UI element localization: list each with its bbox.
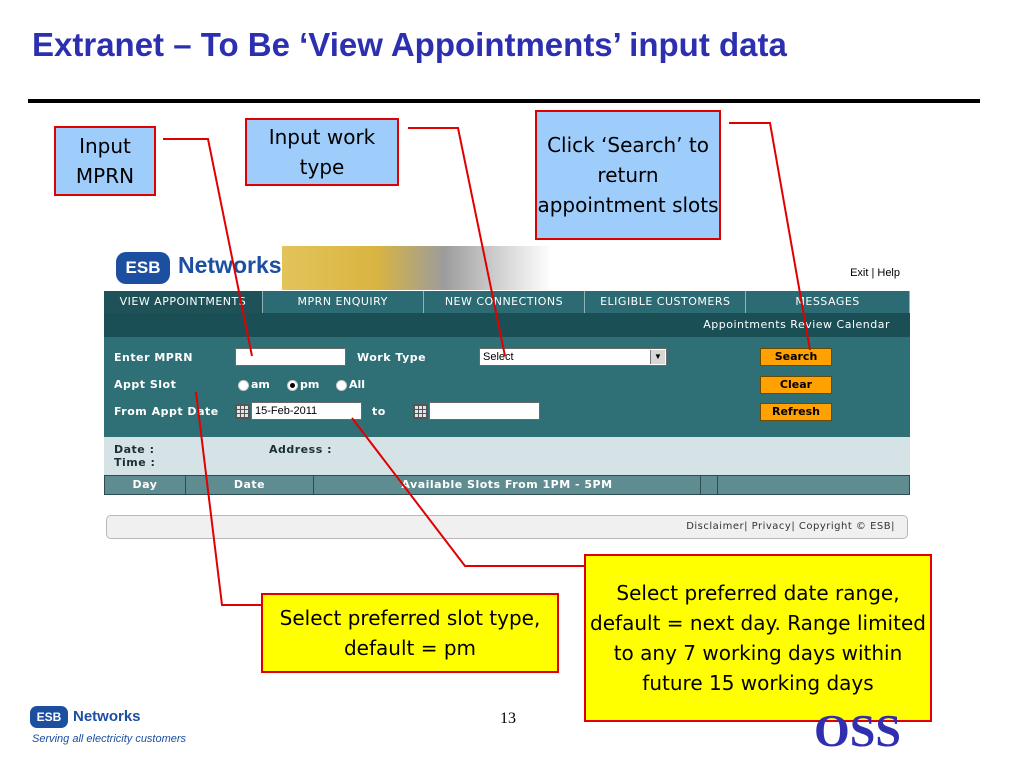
from-appt-date-label: From Appt Date bbox=[114, 405, 219, 418]
to-label: to bbox=[372, 405, 386, 418]
callout-input-mprn: Input MPRN bbox=[54, 126, 156, 196]
grid-col-day: Day bbox=[105, 476, 186, 494]
sub-navigation-bar: Appointments Review Calendar bbox=[104, 313, 910, 337]
work-type-label: Work Type bbox=[357, 351, 427, 364]
grid-col-date: Date bbox=[186, 476, 314, 494]
tab-eligible-customers[interactable]: ELIGIBLE CUSTOMERS bbox=[585, 291, 747, 313]
grid-col-available-slots: Available Slots From 1PM - 5PM bbox=[314, 476, 701, 494]
appointment-search-form: Enter MPRN Work Type Select ▼ Search App… bbox=[104, 337, 910, 437]
time-label: Time : bbox=[114, 456, 156, 469]
esb-logo-mark: ESB bbox=[116, 252, 170, 284]
tab-messages[interactable]: MESSAGES bbox=[746, 291, 910, 313]
appointment-info-bar: Date : Time : Address : bbox=[104, 437, 910, 475]
slots-grid-header: Day Date Available Slots From 1PM - 5PM bbox=[104, 475, 910, 495]
from-date-input[interactable]: 15-Feb-2011 bbox=[251, 402, 362, 420]
oss-logo: OSS bbox=[814, 706, 901, 756]
appointments-review-calendar-link[interactable]: Appointments Review Calendar bbox=[703, 318, 890, 331]
calendar-icon[interactable] bbox=[235, 404, 250, 419]
mprn-input[interactable] bbox=[235, 348, 346, 366]
app-banner: ESB Networks Exit | Help bbox=[104, 246, 910, 290]
nav-tabs: VIEW APPOINTMENTS MPRN ENQUIRY NEW CONNE… bbox=[104, 291, 910, 313]
callout-date-range: Select preferred date range, default = n… bbox=[584, 554, 932, 722]
appt-slot-label: Appt Slot bbox=[114, 378, 177, 391]
callout-input-work-type: Input work type bbox=[245, 118, 399, 186]
work-type-select[interactable]: Select ▼ bbox=[479, 348, 667, 366]
grid-col-empty bbox=[718, 476, 908, 494]
tab-view-appointments[interactable]: VIEW APPOINTMENTS bbox=[104, 291, 263, 313]
radio-am[interactable] bbox=[238, 380, 249, 391]
exit-help-links[interactable]: Exit | Help bbox=[850, 267, 900, 279]
tagline: Serving all electricity customers bbox=[32, 733, 187, 745]
address-label: Address : bbox=[269, 443, 332, 456]
radio-am-label: am bbox=[251, 378, 270, 391]
app-screenshot: ESB Networks Exit | Help VIEW APPOINTMEN… bbox=[104, 246, 910, 496]
esb-logo-text: Networks bbox=[178, 252, 282, 278]
page-number: 13 bbox=[500, 710, 516, 727]
calendar-icon[interactable] bbox=[413, 404, 428, 419]
bottom-esb-logo-mark: ESB bbox=[30, 706, 68, 728]
callout-click-search: Click ‘Search’ to return appointment slo… bbox=[535, 110, 721, 240]
tab-new-connections[interactable]: NEW CONNECTIONS bbox=[424, 291, 586, 313]
mprn-label: Enter MPRN bbox=[114, 351, 194, 364]
refresh-button[interactable]: Refresh bbox=[760, 403, 832, 421]
footer-links[interactable]: Disclaimer| Privacy| Copyright © ESB| bbox=[686, 521, 895, 532]
radio-pm-label: pm bbox=[300, 378, 320, 391]
radio-all[interactable] bbox=[336, 380, 347, 391]
banner-van-image bbox=[282, 246, 552, 290]
search-button[interactable]: Search bbox=[760, 348, 832, 366]
radio-pm[interactable] bbox=[287, 380, 298, 391]
bottom-esb-logo-text: Networks bbox=[73, 708, 141, 725]
slide-title: Extranet – To Be ‘View Appointments’ inp… bbox=[32, 26, 787, 63]
chevron-down-icon[interactable]: ▼ bbox=[650, 350, 665, 364]
tab-mprn-enquiry[interactable]: MPRN ENQUIRY bbox=[263, 291, 424, 313]
callout-slot-type: Select preferred slot type, default = pm bbox=[261, 593, 559, 673]
radio-all-label: All bbox=[349, 378, 366, 391]
title-rule bbox=[28, 99, 980, 103]
work-type-selected-value: Select bbox=[483, 351, 514, 363]
clear-button[interactable]: Clear bbox=[760, 376, 832, 394]
grid-col-spacer bbox=[701, 476, 718, 494]
app-footer-bar: Disclaimer| Privacy| Copyright © ESB| bbox=[106, 515, 908, 539]
to-date-input[interactable] bbox=[429, 402, 540, 420]
date-label: Date : bbox=[114, 443, 155, 456]
